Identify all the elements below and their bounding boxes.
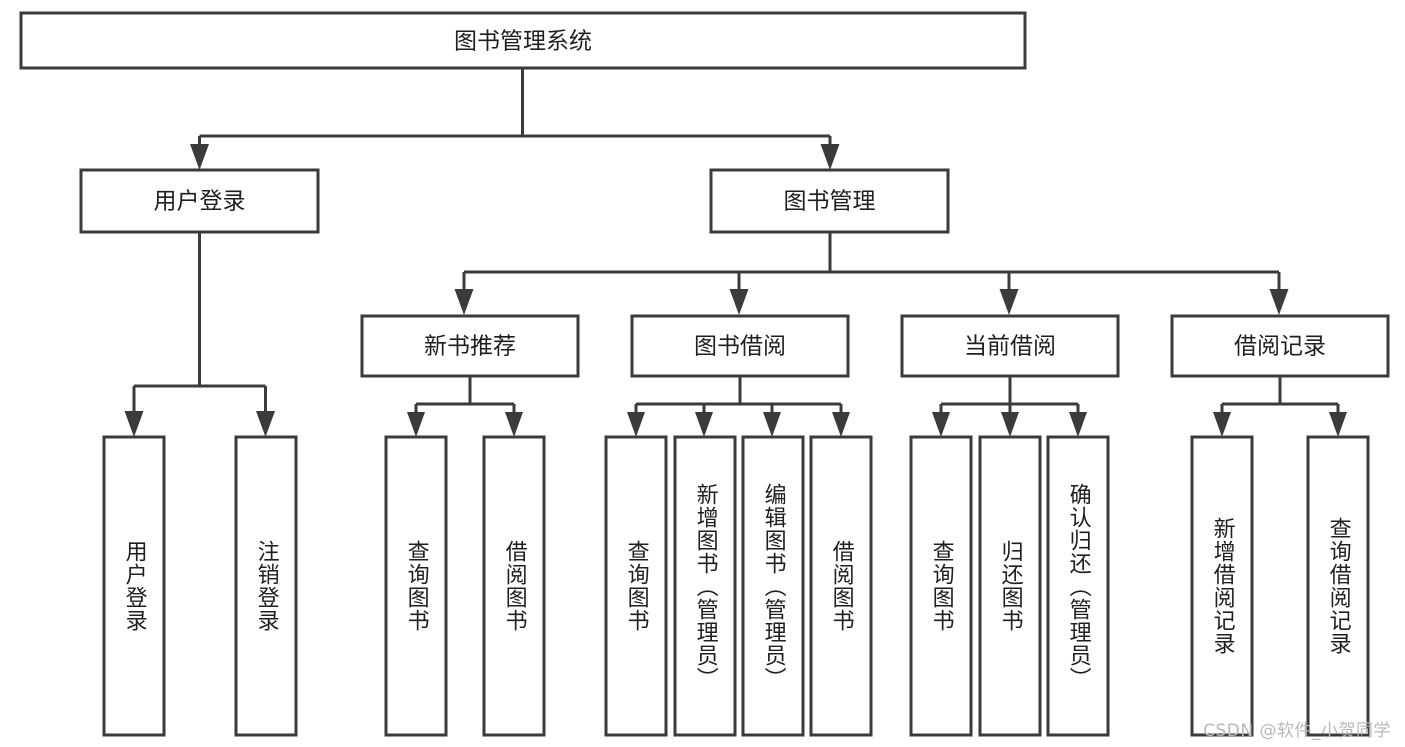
arrow-to-leaf-query-book-3 [932, 412, 950, 437]
arrow-to-leaf-query-book-2 [627, 412, 645, 437]
node-current-borrow[interactable]: 当前借阅 [900, 314, 1120, 378]
node-leaf-user-login-box[interactable] [102, 435, 166, 737]
arrow-to-leaf-query-record [1329, 412, 1347, 437]
node-user-login-box[interactable] [79, 168, 320, 234]
node-new-book-rec-label: 新书推荐 [424, 334, 516, 360]
arrow-to-book-borrow [729, 289, 749, 315]
node-new-book-rec-box[interactable] [360, 314, 580, 378]
node-book-borrow-box[interactable] [630, 314, 850, 378]
arrow-to-leaf-query-book-1 [407, 412, 425, 437]
arrow-to-borrow-record [1269, 289, 1289, 315]
node-leaf-borrow-book-2-box[interactable] [809, 435, 873, 737]
arrow-to-leaf-borrow-book-1 [505, 412, 523, 437]
arrow-to-leaf-add-record [1213, 412, 1231, 437]
node-leaf-query-book-3-box[interactable] [909, 435, 973, 737]
node-leaf-add-book-box[interactable] [673, 435, 737, 737]
node-leaf-edit-book-box[interactable] [741, 435, 805, 737]
arrow-to-leaf-return-book [1001, 412, 1019, 437]
node-new-book-rec[interactable]: 新书推荐 [360, 314, 580, 378]
node-current-borrow-box[interactable] [900, 314, 1120, 378]
node-leaf-borrow-book-1-box[interactable] [482, 435, 546, 737]
node-leaf-query-book-2-box[interactable] [604, 435, 668, 737]
arrow-to-leaf-borrow-book-2 [832, 412, 850, 437]
node-book-manage[interactable]: 图书管理 [709, 168, 950, 234]
csdn-watermark: CSDN @软件_小贺同学 [1203, 721, 1391, 741]
node-borrow-record-label: 借阅记录 [1234, 334, 1326, 360]
arrow-to-current-borrow [999, 289, 1019, 315]
node-leaf-query-record-box[interactable] [1306, 435, 1370, 737]
node-leaf-query-book-1-box[interactable] [384, 435, 448, 737]
node-borrow-record-box[interactable] [1170, 314, 1390, 378]
arrow-to-leaf-add-book [695, 412, 713, 437]
node-root-box[interactable] [19, 11, 1027, 70]
node-current-borrow-label: 当前借阅 [964, 334, 1056, 360]
arrow-to-new-book-rec [454, 289, 474, 315]
node-user-login[interactable]: 用户登录 [79, 168, 320, 234]
node-book-borrow-label: 图书借阅 [694, 334, 786, 360]
node-leaf-return-book-box[interactable] [978, 435, 1042, 737]
node-book-manage-label: 图书管理 [784, 189, 876, 215]
node-leaf-add-record-box[interactable] [1190, 435, 1254, 737]
node-root-label: 图书管理系统 [454, 29, 592, 55]
arrow-to-leaf-logout [256, 411, 275, 437]
node-book-borrow[interactable]: 图书借阅 [630, 314, 850, 378]
node-book-manage-box[interactable] [709, 168, 950, 234]
node-user-login-label: 用户登录 [154, 189, 246, 215]
node-borrow-record[interactable]: 借阅记录 [1170, 314, 1390, 378]
arrow-to-user-login [190, 144, 209, 170]
edge-layer [124, 68, 1347, 437]
arrow-to-book-manage [820, 144, 840, 170]
node-leaf-logout-box[interactable] [234, 435, 298, 737]
arrow-to-leaf-confirm-return [1069, 412, 1087, 437]
arrow-to-leaf-user-login [124, 411, 144, 437]
arrow-to-leaf-edit-book [763, 412, 781, 437]
node-root[interactable]: 图书管理系统 [19, 11, 1027, 70]
node-leaf-confirm-return-box[interactable] [1046, 435, 1110, 737]
